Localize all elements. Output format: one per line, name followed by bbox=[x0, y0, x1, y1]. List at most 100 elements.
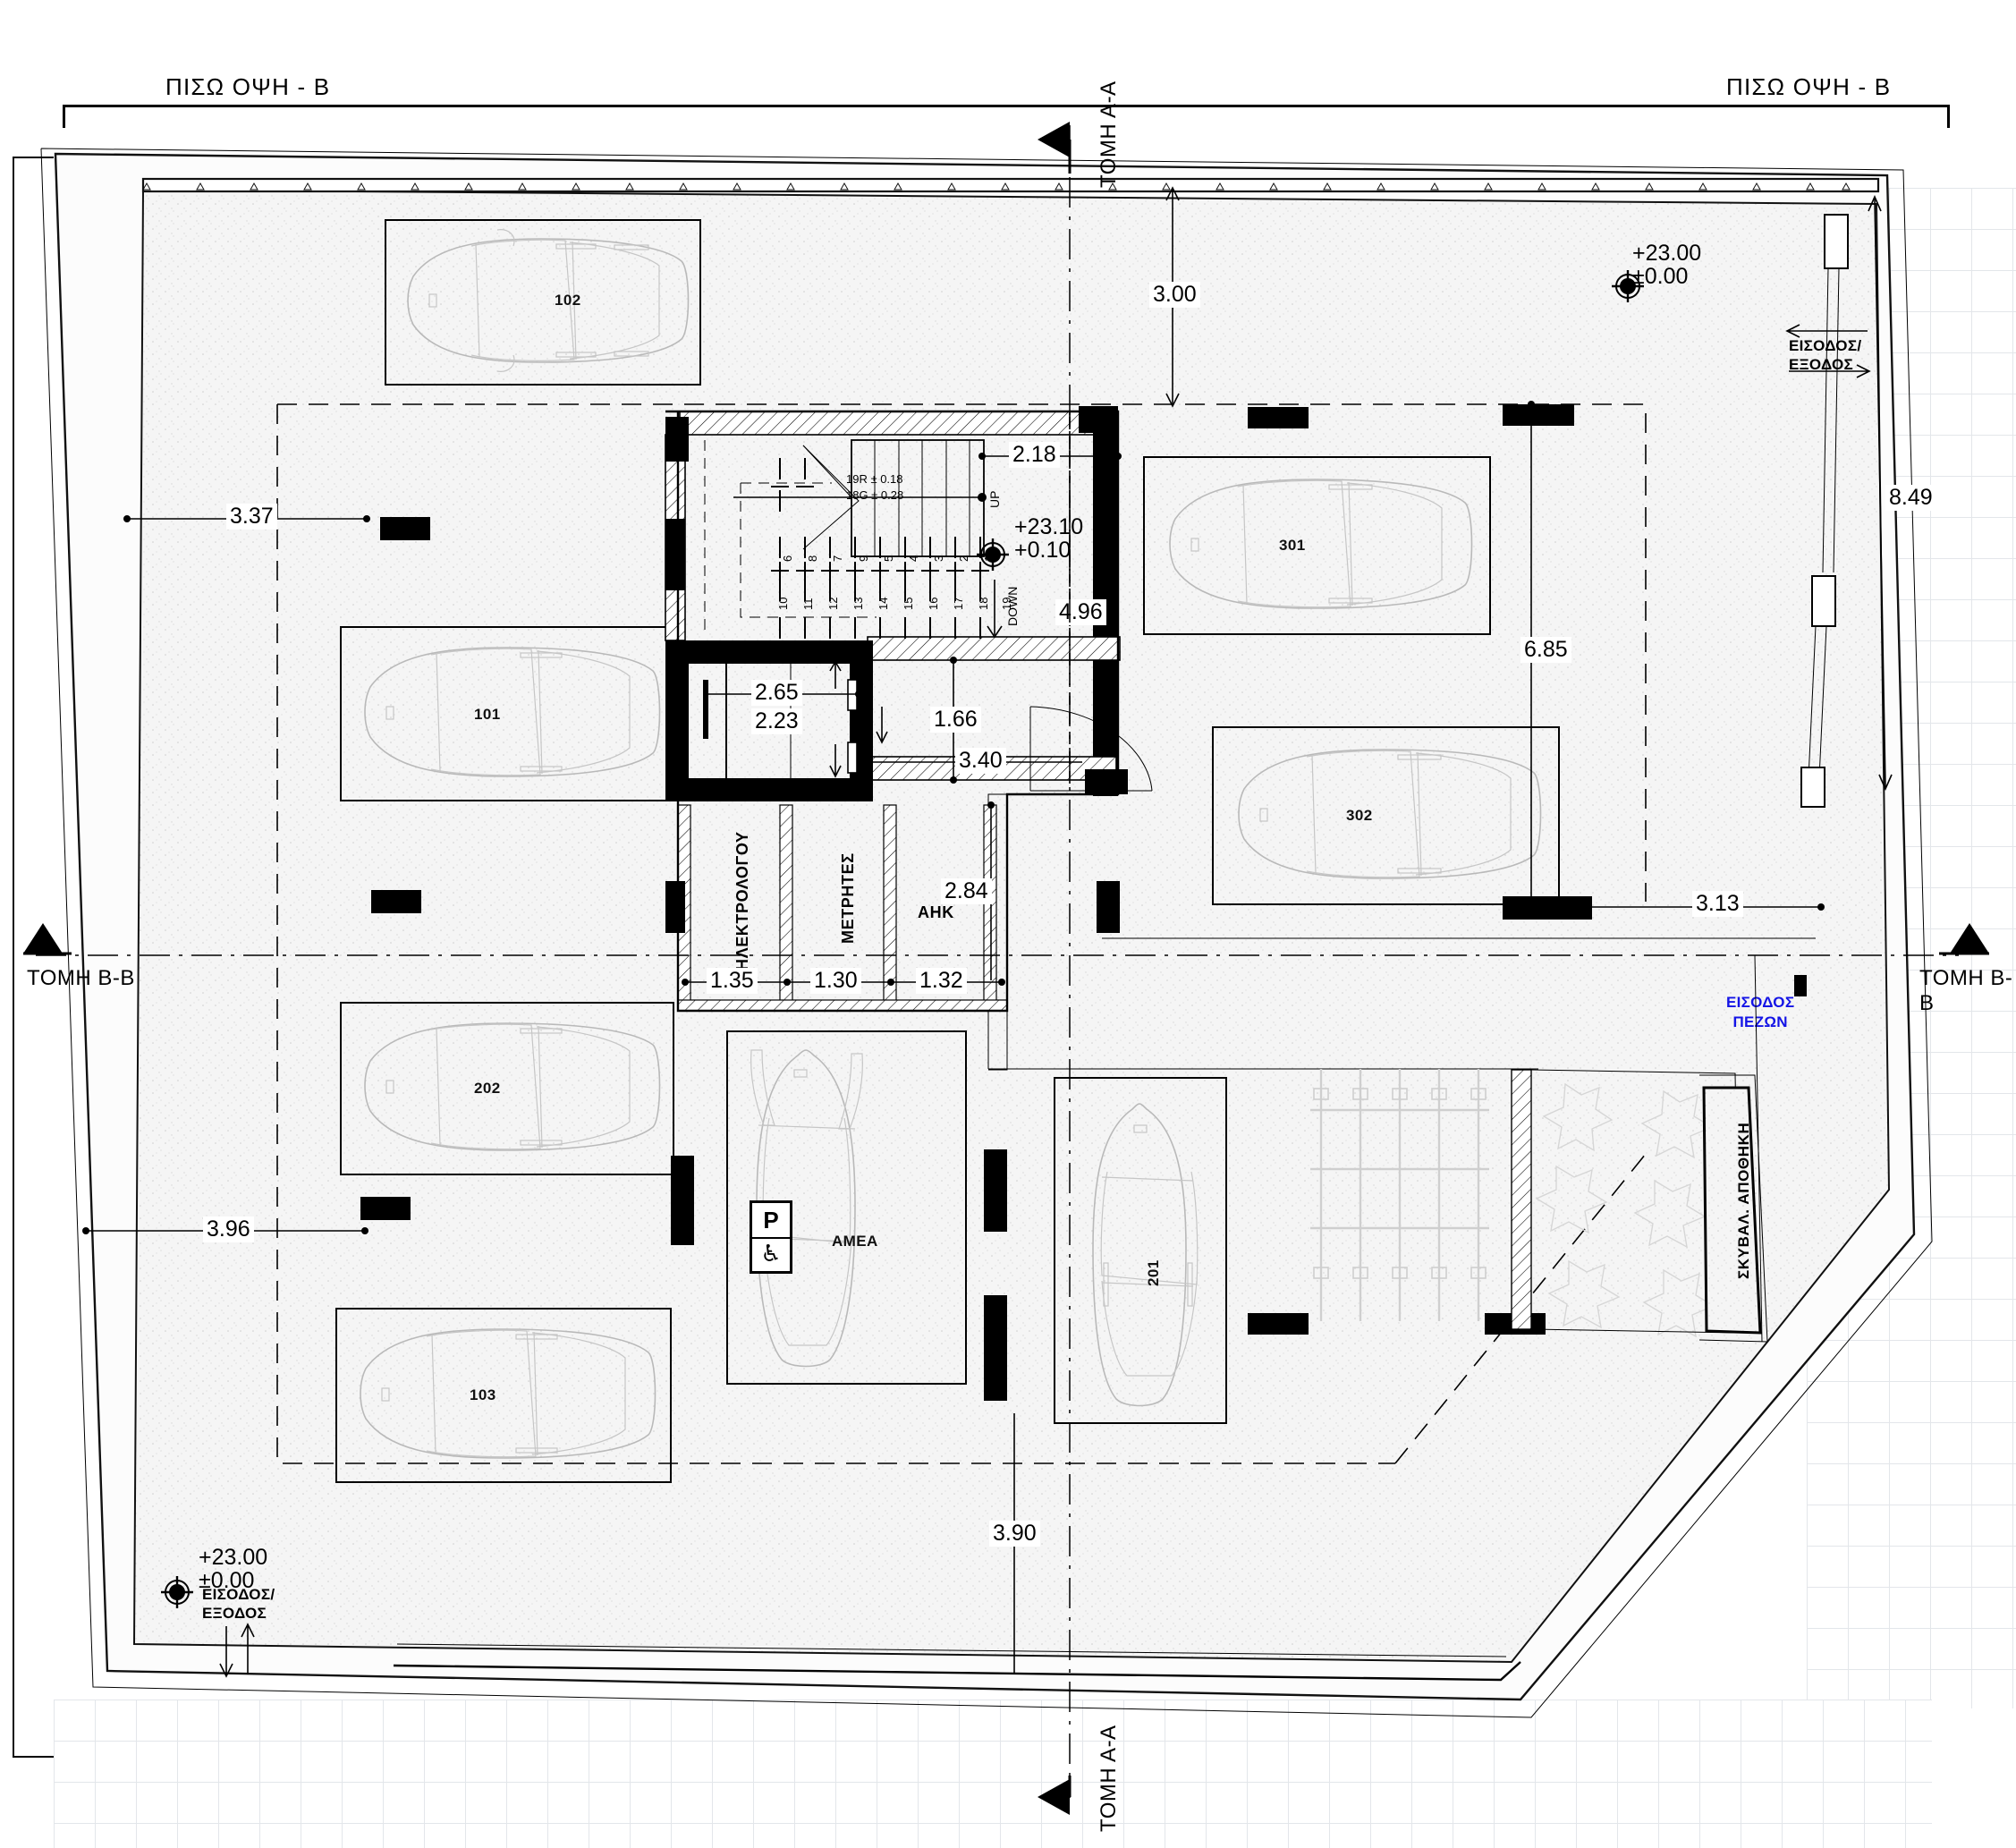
level-marker-top-right: +23.00 ±0.00 bbox=[1632, 242, 1701, 288]
section-marker-aa-top-icon bbox=[1038, 122, 1072, 174]
parking-stall-202[interactable] bbox=[340, 1002, 674, 1175]
parking-stall-label-302: 302 bbox=[1346, 807, 1373, 824]
entrance-bottom-left-line2: ΕΞΟΔΟΣ bbox=[202, 1605, 267, 1623]
paving-pattern bbox=[1535, 1082, 1715, 1338]
dimension-room-depth: 2.84 bbox=[941, 878, 992, 904]
pier-left-2 bbox=[371, 890, 421, 913]
entrance-label-vehicle-bottom-left: ΕΙΣΟΔΟΣ/ ΕΞΟΔΟΣ bbox=[202, 1585, 275, 1623]
pier-right-1 bbox=[1248, 407, 1309, 428]
pier-right-3 bbox=[1503, 896, 1592, 920]
level-bottom-left-upper: +23.00 bbox=[199, 1545, 268, 1570]
dimension-left-lower: 3.96 bbox=[203, 1216, 254, 1242]
accessible-parking-sign: P ♿ bbox=[750, 1200, 792, 1274]
title-rule-right-tick bbox=[1947, 105, 1950, 128]
room-label-ahk: ΑΗΚ bbox=[918, 903, 954, 921]
dimension-right-lower: 3.13 bbox=[1692, 891, 1743, 917]
title-top-left: ΠΙΣΩ ΟΨΗ - Β bbox=[165, 73, 331, 100]
section-marker-bb-right-icon bbox=[1939, 923, 1989, 955]
title-rule-left-tick bbox=[63, 105, 65, 128]
dimension-lift-inner-width: 2.23 bbox=[751, 708, 802, 734]
entrance-bottom-left-line1: ΕΙΣΟΔΟΣ/ bbox=[202, 1586, 275, 1603]
level-core-upper: +23.10 bbox=[1014, 514, 1084, 539]
sheet-frame-left-top bbox=[13, 157, 54, 158]
level-marker-core: +23.10 +0.10 bbox=[1014, 515, 1083, 562]
car-icon-202 bbox=[364, 1022, 661, 1151]
wheelchair-icon: ♿ bbox=[760, 1240, 782, 1267]
parking-stall-302[interactable] bbox=[1212, 726, 1560, 905]
level-top-right-upper: +23.00 bbox=[1632, 241, 1702, 266]
parking-stall-301[interactable] bbox=[1143, 456, 1491, 635]
level-top-right-lower: ±0.00 bbox=[1632, 264, 1689, 289]
section-marker-bb-right-label: ΤΟΜΗ Β-Β bbox=[1919, 966, 2013, 1015]
stair-goings-note: 18G ± 0.28 bbox=[846, 488, 904, 502]
bicycle-parking-racks bbox=[1310, 1069, 1489, 1321]
dimension-right-boundary: 8.49 bbox=[1885, 485, 1936, 511]
pier-mid-3 bbox=[984, 1295, 1007, 1401]
dimension-core-right-depth: 4.96 bbox=[1055, 599, 1106, 625]
level-core-lower: +0.10 bbox=[1014, 538, 1072, 563]
car-icon-101 bbox=[364, 647, 661, 777]
level-symbol-bottom-left bbox=[161, 1576, 193, 1608]
title-top-right: ΠΙΣΩ ΟΨΗ - Β bbox=[1726, 73, 1892, 100]
car-icon-201 bbox=[1092, 1103, 1199, 1407]
section-marker-bb-left-label: ΤΟΜΗ Β-Β bbox=[27, 966, 135, 990]
dimension-lobby-width: 1.66 bbox=[930, 707, 981, 733]
dimension-lift-width: 2.65 bbox=[751, 680, 802, 706]
pier-mid-2 bbox=[984, 1149, 1007, 1232]
parking-stall-label-amea: AMEA bbox=[832, 1233, 878, 1250]
accessible-sign-p-letter: P bbox=[752, 1203, 790, 1239]
dimension-room-w1: 1.35 bbox=[707, 968, 758, 994]
dimension-top-offset: 3.00 bbox=[1149, 282, 1200, 308]
sheet-frame-left-bottom bbox=[13, 1756, 54, 1758]
parking-stall-label-301: 301 bbox=[1279, 537, 1306, 554]
entrance-label-pedestrian: ΕΙΣΟΔΟΣ ΠΕΖΩΝ bbox=[1726, 993, 1794, 1032]
pedestrian-entrance-line1: ΕΙΣΟΔΟΣ bbox=[1726, 994, 1795, 1011]
entrance-top-right-line1: ΕΙΣΟΔΟΣ/ bbox=[1789, 337, 1862, 354]
car-icon-302 bbox=[1238, 749, 1542, 879]
pier-left-3 bbox=[360, 1197, 411, 1220]
level-marker-bottom-left: +23.00 ±0.00 bbox=[199, 1546, 267, 1592]
dimension-room-w3: 1.32 bbox=[916, 968, 967, 994]
pier-mid-1 bbox=[671, 1156, 694, 1245]
pier-core-e bbox=[1097, 881, 1120, 933]
title-rule-top bbox=[63, 105, 1950, 107]
pedestrian-entrance-line2: ΠΕΖΩΝ bbox=[1732, 1013, 1788, 1031]
level-symbol-top-right bbox=[1612, 270, 1644, 302]
dimension-core-top-width: 2.18 bbox=[1009, 442, 1060, 468]
parking-stall-amea[interactable] bbox=[726, 1030, 967, 1385]
stair-risers-note: 19R ± 0.18 bbox=[846, 472, 903, 486]
parking-stall-label-102: 102 bbox=[555, 292, 581, 309]
car-icon-103 bbox=[360, 1328, 656, 1459]
parking-stall-102[interactable] bbox=[385, 219, 701, 386]
level-bottom-left-lower: ±0.00 bbox=[199, 1568, 255, 1593]
pier-core-w bbox=[665, 881, 685, 933]
site-grid-bottom bbox=[54, 1700, 1932, 1848]
car-icon-102 bbox=[407, 229, 690, 372]
pier-core-nw bbox=[665, 417, 689, 462]
car-icon-301 bbox=[1169, 479, 1473, 609]
level-symbol-core bbox=[977, 538, 1009, 571]
left-edge-note-upper bbox=[11, 462, 21, 465]
parking-stall-label-103: 103 bbox=[470, 1386, 496, 1403]
dimension-lobby-length: 3.40 bbox=[955, 748, 1006, 774]
pier-core-se bbox=[1085, 769, 1128, 794]
parking-stall-201[interactable] bbox=[1054, 1077, 1227, 1424]
dimension-room-w2: 1.30 bbox=[810, 968, 861, 994]
pier-right-2 bbox=[1503, 404, 1574, 426]
dimension-right-aisle: 6.85 bbox=[1520, 637, 1571, 663]
pier-bottom-1 bbox=[1248, 1313, 1309, 1335]
parking-stall-103[interactable] bbox=[335, 1308, 672, 1483]
dimension-left-upper: 3.37 bbox=[226, 504, 277, 530]
parking-stall-label-101: 101 bbox=[474, 706, 501, 723]
section-marker-aa-bottom-icon bbox=[1038, 1776, 1072, 1815]
left-edge-note-lower bbox=[11, 1606, 21, 1610]
pier-left-1 bbox=[380, 517, 430, 540]
slab-edge-ticks-top bbox=[142, 182, 1851, 191]
